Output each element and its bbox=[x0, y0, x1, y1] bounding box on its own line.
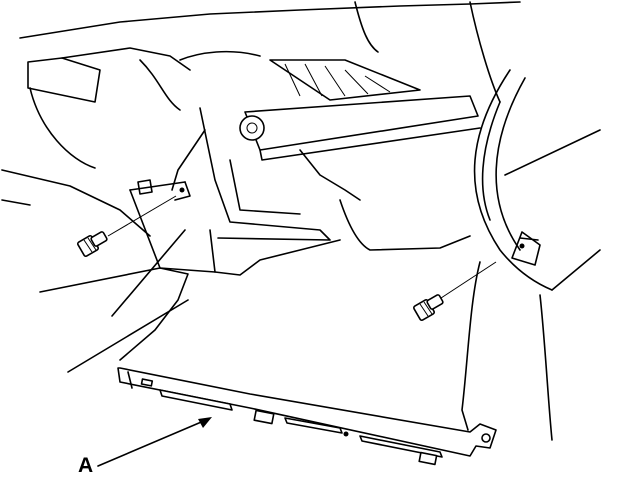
bolt-right bbox=[413, 261, 497, 321]
bolt-left bbox=[77, 195, 177, 257]
inner-fender-panel bbox=[39, 179, 481, 431]
callout-arrow-a bbox=[97, 417, 212, 467]
vehicle-body-structure bbox=[1, 1, 601, 441]
lower-mounting-bracket bbox=[117, 367, 497, 466]
callout-label-a: A bbox=[78, 454, 94, 477]
